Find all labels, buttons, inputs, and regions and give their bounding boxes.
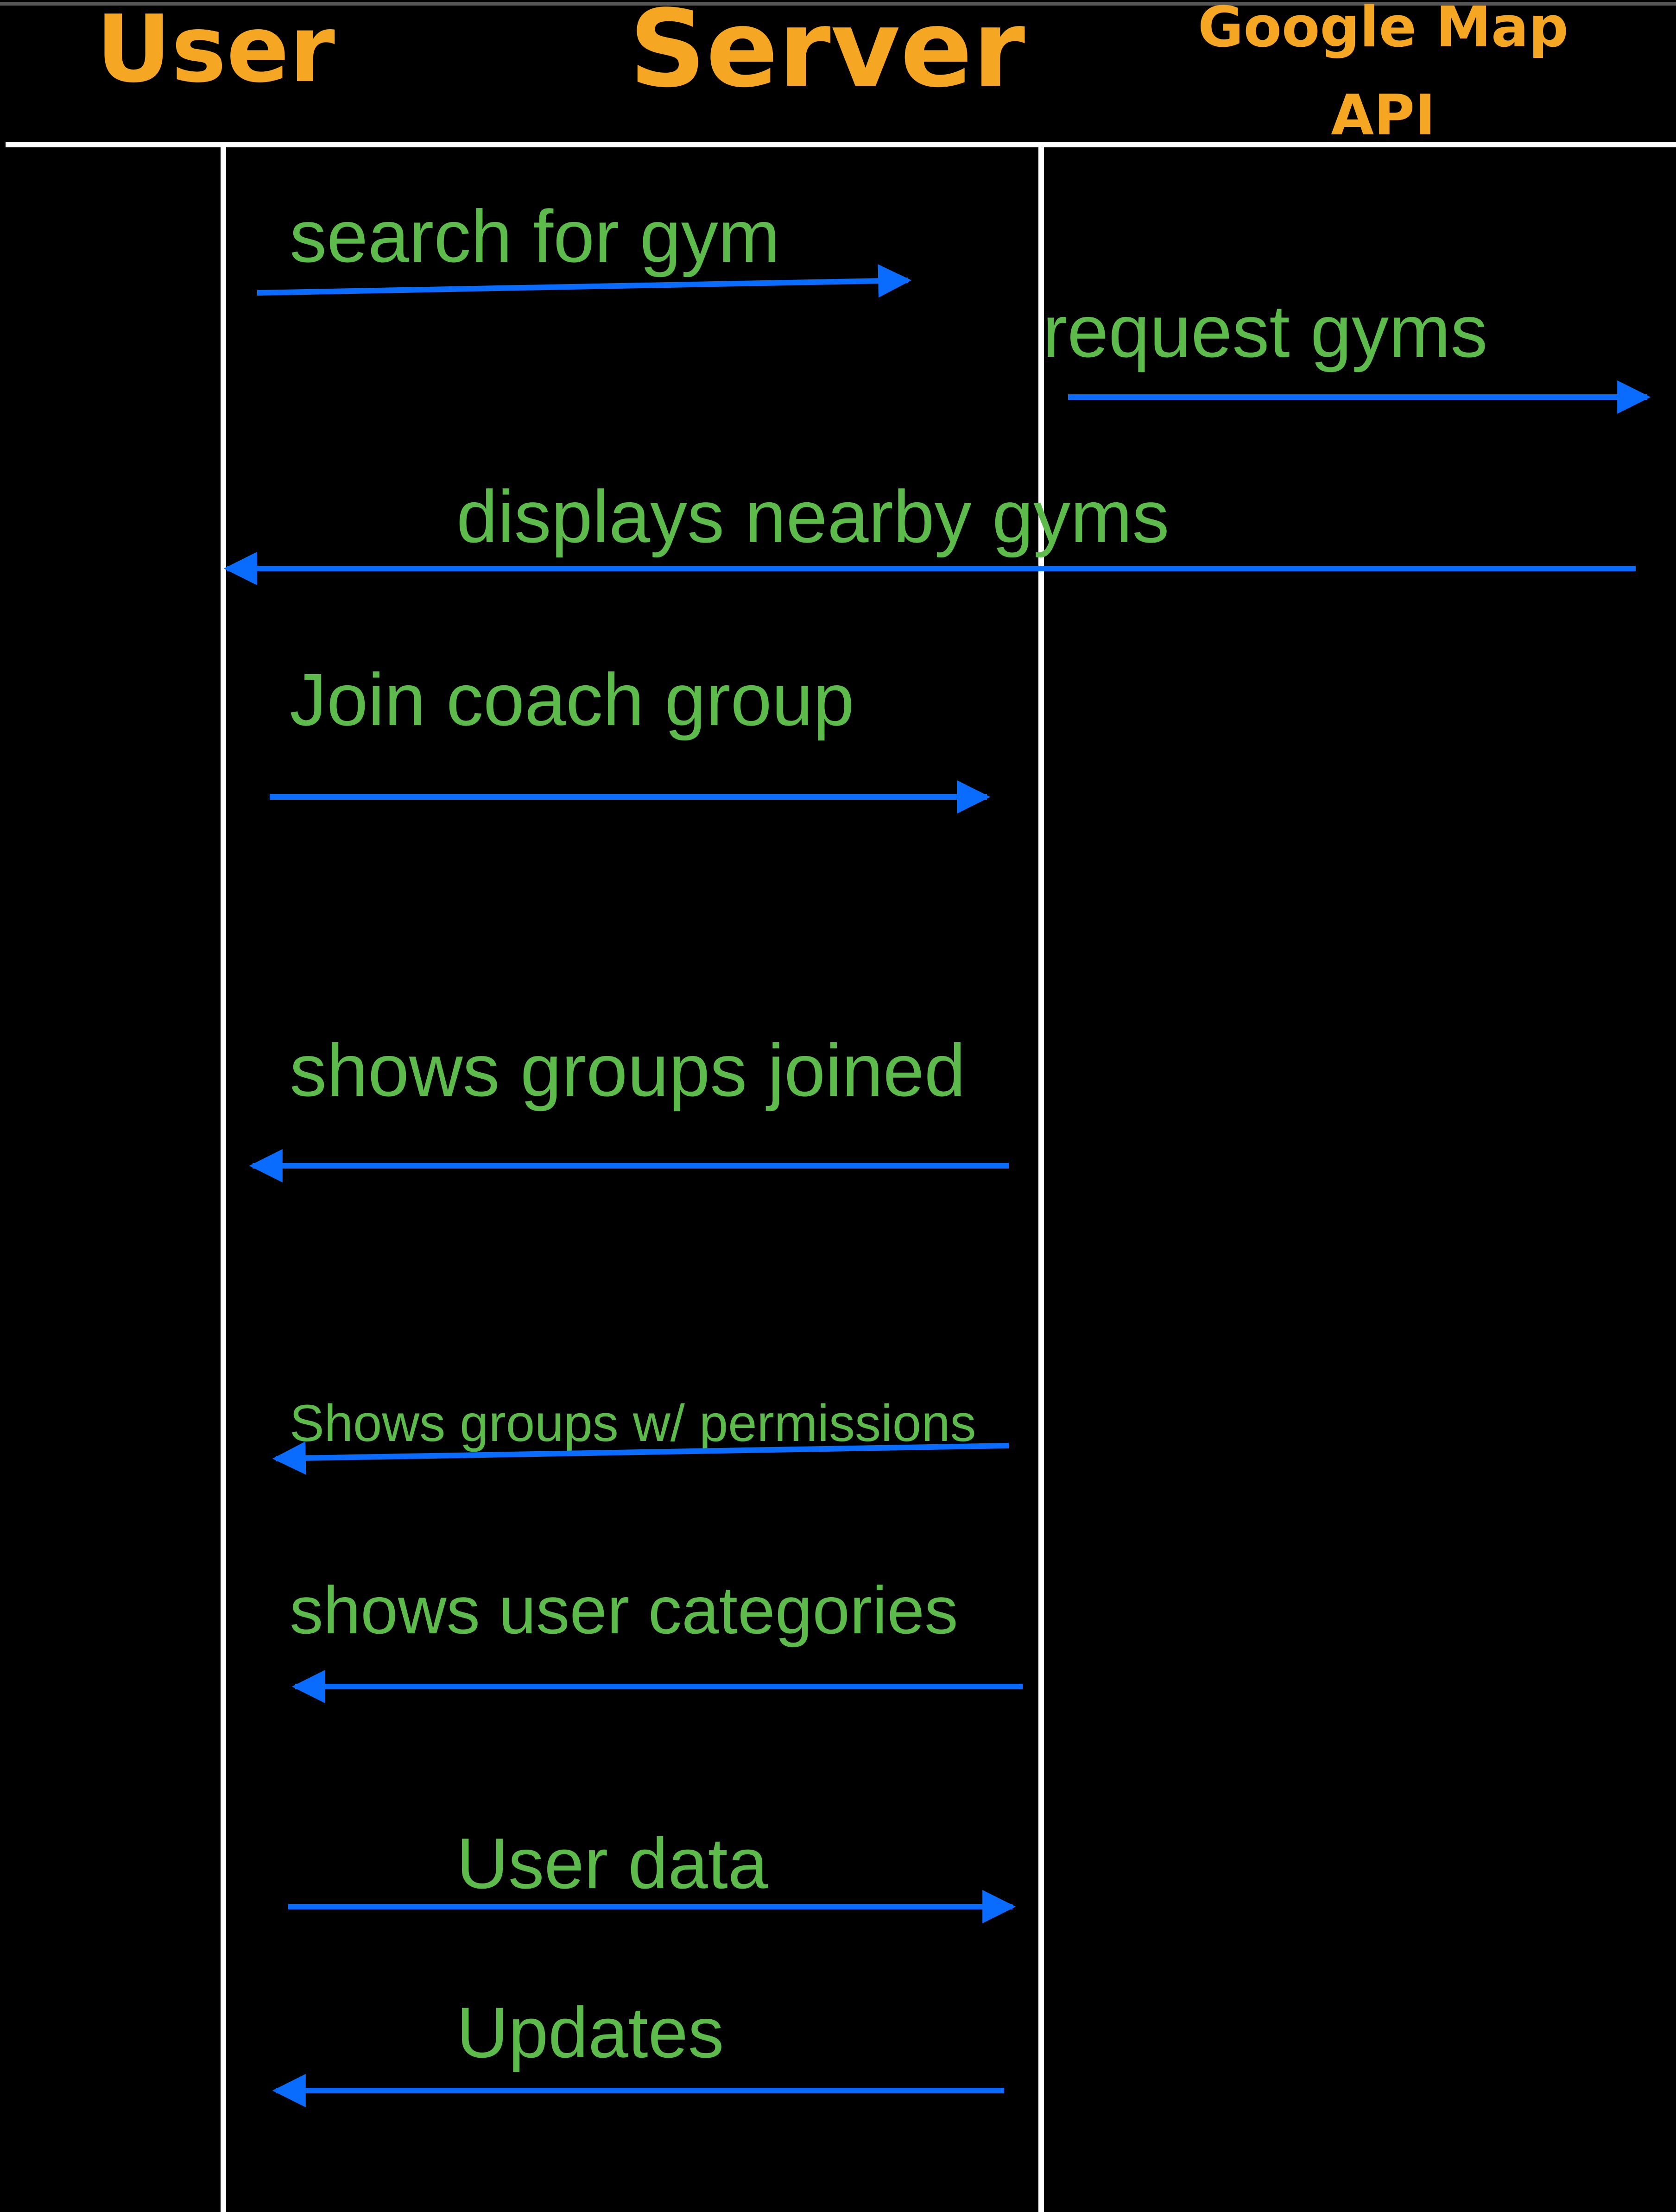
message-label-shows-user-categories: shows user categories [290, 1573, 958, 1648]
message-label-search-for-gym: search for gym [290, 195, 780, 278]
message-label-shows-groups-joined: shows groups joined [290, 1029, 966, 1112]
message-arrow-shows-groups-permissions [272, 1441, 1009, 1475]
message-label-updates: Updates [456, 1992, 724, 2073]
message-arrow-search-for-gym [257, 264, 912, 298]
message-label-request-gyms: request gyms [1043, 290, 1487, 373]
message-label-displays-nearby-gyms: displays nearby gyms [456, 475, 1169, 558]
message-label-user-data: User data [456, 1823, 768, 1903]
actor-label-server: Server [629, 0, 1025, 111]
actor-label-google-map-api: Google Map [1198, 0, 1568, 60]
message-label-join-coach-group: Join coach group [290, 658, 854, 741]
actor-label-google-map-api-line2: API [1331, 83, 1435, 148]
message-label-shows-groups-permissions: Shows groups w/ permissions [290, 1394, 976, 1452]
actor-label-user: User [96, 0, 335, 103]
